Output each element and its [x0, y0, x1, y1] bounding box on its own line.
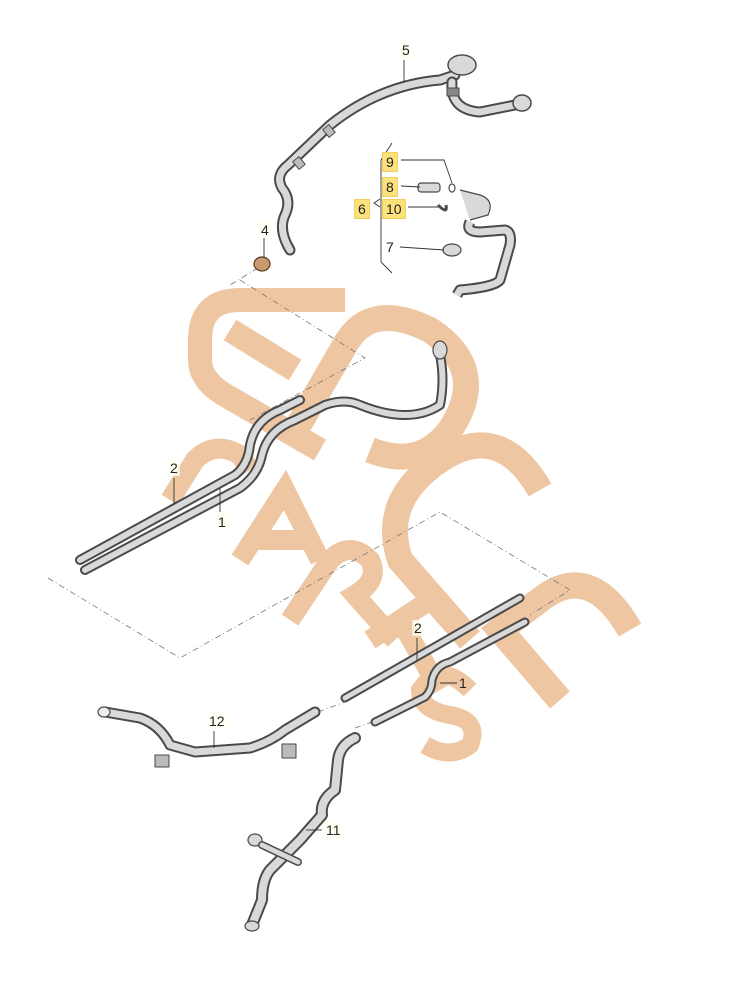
callout-9[interactable]: 9	[382, 152, 398, 172]
leader-lines-upper	[373, 142, 453, 274]
pipes-1-2-lower	[340, 593, 530, 727]
part-8-sensor	[417, 182, 441, 193]
hose-11	[244, 732, 361, 932]
watermark-letter-p	[278, 305, 479, 470]
part-7-cap	[442, 243, 462, 257]
watermark-letter-c	[382, 432, 552, 649]
watermark-letter-c2	[481, 572, 642, 709]
watermark	[161, 288, 642, 762]
watermark-letter-r	[281, 540, 403, 647]
sensor-assembly	[417, 182, 516, 298]
callout-2-upper[interactable]: 2	[168, 460, 180, 476]
callout-5[interactable]: 5	[400, 42, 412, 58]
dash-link-11	[354, 719, 379, 729]
part-9-o-ring	[448, 183, 456, 193]
part-10-clip	[436, 203, 448, 212]
callout-6[interactable]: 6	[354, 199, 370, 219]
callout-4[interactable]: 4	[259, 222, 271, 238]
callout-8[interactable]: 8	[382, 177, 398, 197]
hose-5	[274, 54, 532, 256]
callout-7[interactable]: 7	[386, 239, 394, 255]
watermark-letter-p2	[161, 438, 259, 506]
watermark-letter-e	[188, 288, 345, 461]
leader-4	[229, 267, 259, 286]
watermark-letter-e-bar	[223, 319, 302, 381]
upper-outline	[239, 279, 366, 421]
callout-10[interactable]: 10	[382, 199, 406, 219]
part-4-clip	[253, 256, 271, 272]
callout-12[interactable]: 12	[207, 713, 227, 729]
hose-12	[97, 706, 321, 768]
leader-lines-other	[173, 60, 457, 831]
reference-outlines	[47, 267, 571, 729]
pipes-1-2-upper	[75, 340, 448, 575]
watermark-letter-a	[231, 469, 329, 566]
callout-2-lower[interactable]: 2	[412, 620, 424, 636]
callout-1-upper[interactable]: 1	[216, 514, 228, 530]
callout-11[interactable]: 11	[324, 822, 343, 838]
callout-1-lower[interactable]: 1	[459, 675, 467, 691]
